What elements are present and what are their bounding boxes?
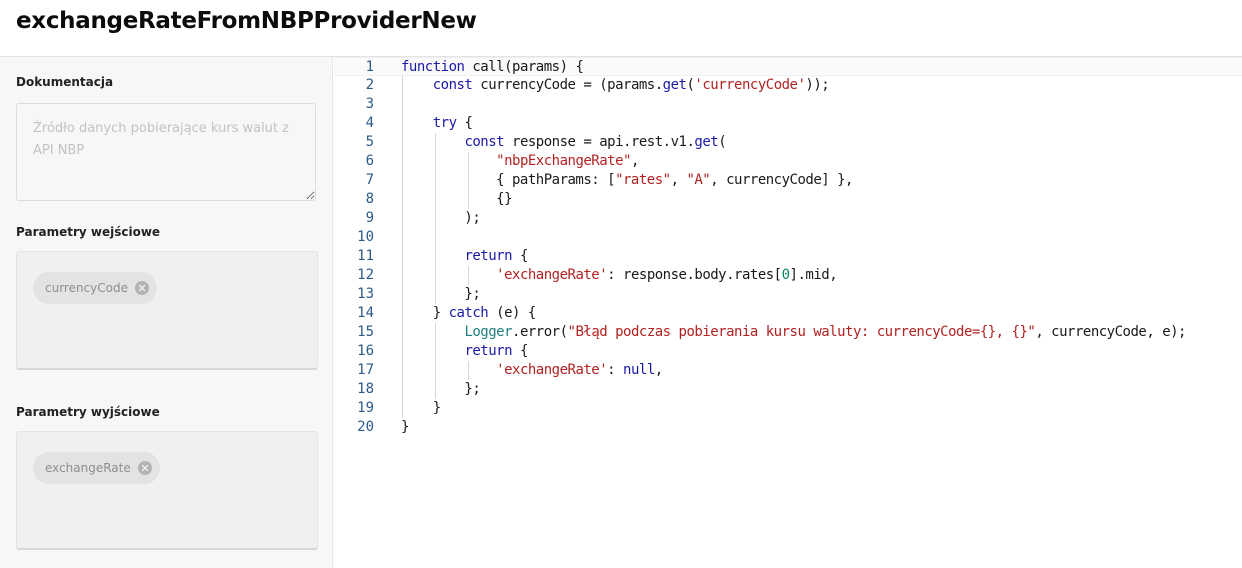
output-params-box[interactable]: exchangeRate xyxy=(16,431,318,550)
code-text: ); xyxy=(401,210,481,226)
code-line[interactable]: 14 } catch (e) { xyxy=(334,304,1242,323)
line-number: 20 xyxy=(357,419,374,435)
code-line[interactable]: 19 } xyxy=(334,399,1242,418)
code-line[interactable]: 4 try { xyxy=(334,114,1242,133)
param-chip-currencycode[interactable]: currencyCode xyxy=(33,272,158,304)
code-text: return { xyxy=(464,248,528,264)
code-text: {} xyxy=(401,191,513,207)
code-text: const currencyCode = (params.get('curren… xyxy=(432,77,830,93)
code-line[interactable]: 7 { pathParams: ["rates", "A", currencyC… xyxy=(334,171,1242,190)
code-line[interactable]: 9 ); xyxy=(334,209,1242,228)
remove-chip-icon[interactable] xyxy=(137,461,152,475)
chip-label: exchangeRate xyxy=(45,461,131,475)
code-line[interactable]: 11 return { xyxy=(334,247,1242,266)
code-text: 'exchangeRate': response.body.rates[0].m… xyxy=(496,267,838,283)
line-number: 7 xyxy=(365,172,374,188)
line-number: 2 xyxy=(365,77,374,93)
line-number: 10 xyxy=(357,229,374,245)
code-text: }; xyxy=(401,381,481,397)
indent-guide xyxy=(468,152,470,209)
code-line[interactable]: 6 "nbpExchangeRate", xyxy=(334,152,1242,171)
code-line[interactable]: 15 Logger.error("Błąd podczas pobierania… xyxy=(334,323,1242,342)
line-number: 17 xyxy=(357,362,374,378)
sidebar: Dokumentacja Parametry wejściowe currenc… xyxy=(0,57,333,568)
code-line[interactable]: 10 xyxy=(334,228,1242,247)
code-text: }; xyxy=(401,286,481,302)
page-title: exchangeRateFromNBPProviderNew xyxy=(16,8,477,34)
documentation-label: Dokumentacja xyxy=(16,75,114,89)
remove-chip-icon[interactable] xyxy=(135,281,150,295)
indent-guide xyxy=(468,361,470,380)
code-text: } xyxy=(401,400,441,416)
code-line[interactable]: 2 const currencyCode = (params.get('curr… xyxy=(334,76,1242,95)
line-number: 16 xyxy=(357,343,374,359)
code-line[interactable]: 1 function call(params) { xyxy=(334,57,1242,76)
code-text: try { xyxy=(432,115,473,131)
output-params-label: Parametry wyjściowe xyxy=(16,405,160,419)
code-line[interactable]: 18 }; xyxy=(334,380,1242,399)
line-number: 15 xyxy=(357,324,374,340)
code-line[interactable]: 5 const response = api.rest.v1.get( xyxy=(334,133,1242,152)
code-line[interactable]: 3 xyxy=(334,95,1242,114)
code-line[interactable]: 13 }; xyxy=(334,285,1242,304)
line-number: 19 xyxy=(357,400,374,416)
code-text: return { xyxy=(464,343,528,359)
input-params-label: Parametry wejściowe xyxy=(16,225,161,239)
code-line[interactable]: 8 {} xyxy=(334,190,1242,209)
indent-guide xyxy=(468,266,470,285)
line-number: 5 xyxy=(365,134,374,150)
indent-guide xyxy=(402,76,403,418)
line-number: 18 xyxy=(357,381,374,397)
line-number: 8 xyxy=(365,191,374,207)
code-line[interactable]: 17 'exchangeRate': null, xyxy=(334,361,1242,380)
line-number: 3 xyxy=(365,96,374,112)
code-text: } xyxy=(401,419,409,435)
line-number: 9 xyxy=(365,210,374,226)
line-number: 6 xyxy=(365,153,374,169)
code-text: Logger.error("Błąd podczas pobierania ku… xyxy=(464,324,1186,340)
documentation-textarea[interactable] xyxy=(16,103,316,201)
code-text: } catch (e) { xyxy=(401,305,537,321)
code-text: { pathParams: ["rates", "A", currencyCod… xyxy=(401,172,853,188)
param-chip-exchangerate[interactable]: exchangeRate xyxy=(33,452,160,484)
indent-guide xyxy=(435,133,437,304)
page-header: exchangeRateFromNBPProviderNew xyxy=(0,0,1242,57)
code-text: function call(params) { xyxy=(401,59,584,75)
chip-label: currencyCode xyxy=(45,281,129,295)
code-line[interactable]: 12 'exchangeRate': response.body.rates[0… xyxy=(334,266,1242,285)
line-number: 13 xyxy=(357,286,374,302)
line-number: 14 xyxy=(357,305,374,321)
code-line[interactable]: 16 return { xyxy=(334,342,1242,361)
line-number: 12 xyxy=(357,267,374,283)
code-line[interactable]: 20} xyxy=(334,418,1242,437)
code-text: "nbpExchangeRate", xyxy=(496,153,639,169)
indent-guide xyxy=(435,323,437,399)
code-text: const response = api.rest.v1.get( xyxy=(464,134,727,150)
line-number: 11 xyxy=(357,248,374,264)
line-number: 1 xyxy=(365,59,374,75)
line-number: 4 xyxy=(365,115,374,131)
input-params-box[interactable]: currencyCode xyxy=(16,251,318,370)
code-text: 'exchangeRate': null, xyxy=(496,362,663,378)
